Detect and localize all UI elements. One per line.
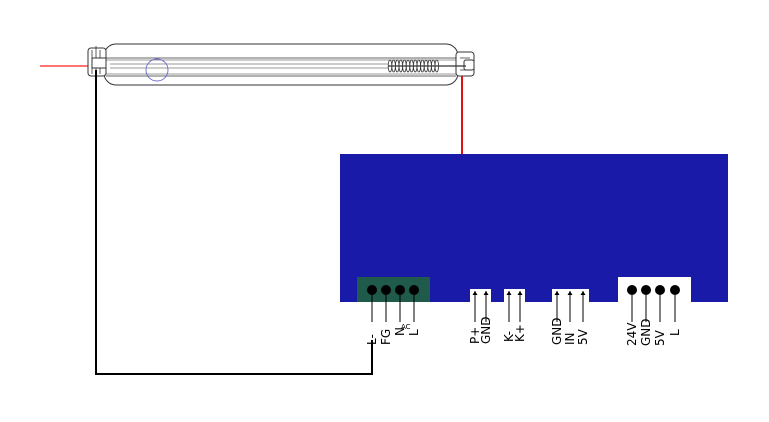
connector-pins [472, 285, 680, 322]
tube-coil [387, 59, 466, 73]
gnd-in-5v-label-1: IN [563, 332, 577, 345]
cathode-return-wire [95, 70, 373, 375]
p-gnd-pin-arrow [472, 291, 478, 295]
k-pin-arrow [506, 291, 512, 295]
k-pin-arrow [517, 291, 523, 295]
laser-tube [87, 43, 475, 86]
ac-label-0: L- [365, 334, 379, 345]
p-gnd-pin-arrow [483, 291, 489, 295]
k-label-0: K- [502, 331, 516, 342]
gnd-in-5v-label-2: 5V [576, 328, 590, 345]
gnd-in-5v-label-0: GND [550, 317, 564, 345]
dc-out-label-0: 24V [625, 322, 639, 346]
ac-group-label: AC [401, 323, 411, 331]
signal-pin-arrow [554, 291, 560, 295]
signal-pin-arrow [580, 291, 586, 295]
k-label-1: K+ [513, 324, 527, 342]
dc-out-label-2: 5V [653, 329, 667, 346]
ac-label-3: L [407, 329, 421, 336]
ac-label-1: FG [379, 329, 393, 345]
ac-terminal-pins [367, 285, 419, 322]
connector-k [504, 289, 525, 302]
dc-out-label-1: GND [639, 318, 653, 346]
connector-p-gnd [470, 289, 491, 302]
signal-pin-arrow [567, 291, 573, 295]
ac-label-2: N [393, 327, 407, 336]
dc-out-label-3: L [668, 329, 682, 336]
p-gnd-label-0: P+ [468, 327, 482, 344]
p-gnd-label-1: GND [479, 316, 493, 344]
